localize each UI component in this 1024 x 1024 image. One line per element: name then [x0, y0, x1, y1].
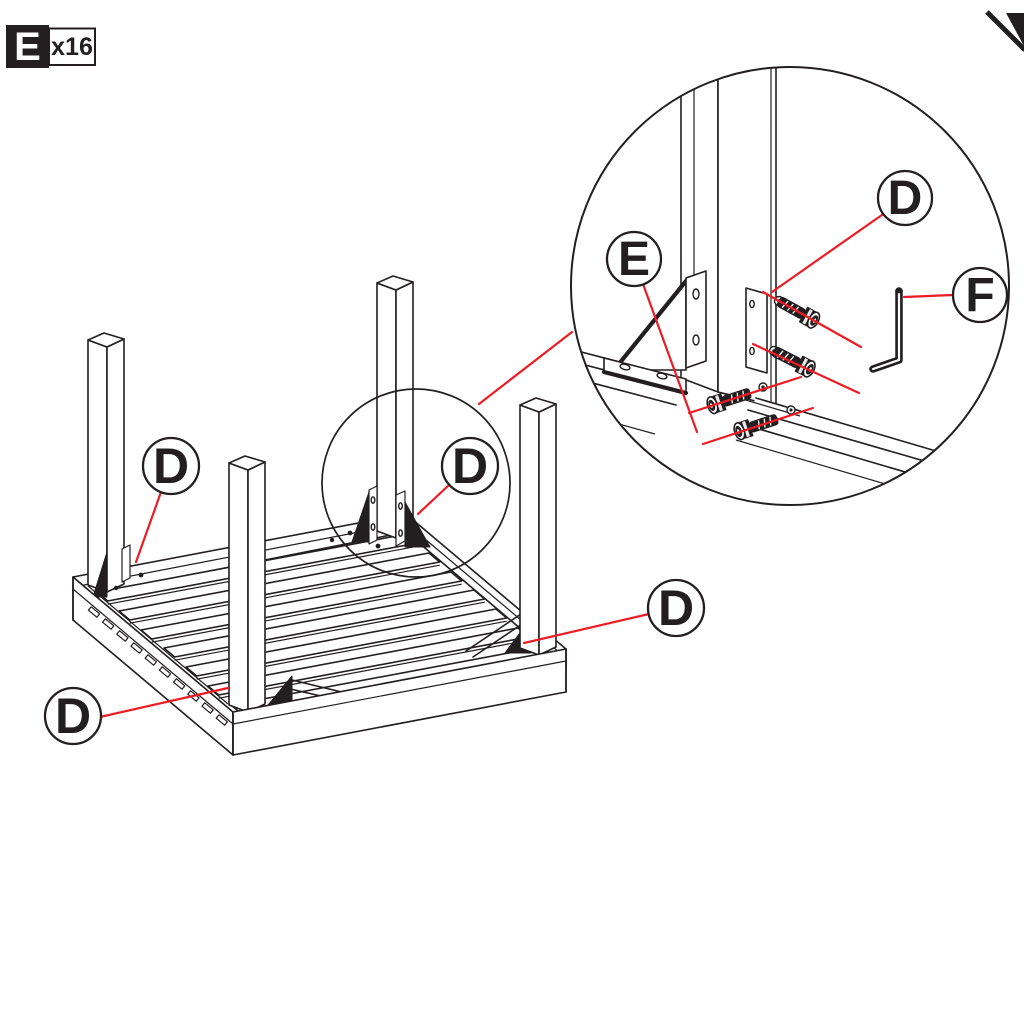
- table-leg-back-left: [87, 332, 144, 598]
- detail-view: D E F: [570, 66, 1010, 506]
- bracket-plate: [121, 544, 131, 583]
- table-leg-front-middle: [228, 455, 266, 713]
- table-leg-right: [519, 397, 557, 656]
- callout-bracket-detail: E: [605, 230, 663, 288]
- badge-quantity-box: [48, 27, 96, 66]
- callout-screw-d2: D: [440, 436, 500, 496]
- callout-allen-key-detail: F: [951, 266, 1009, 324]
- page-corner-fold-icon: [985, 10, 1024, 52]
- bracket-plate: [368, 485, 378, 545]
- callout-label: F: [965, 269, 994, 322]
- detail-circle-outline: [570, 66, 1010, 506]
- callout-label: E: [618, 233, 650, 286]
- table-leg-back-middle: [329, 275, 431, 549]
- leader-lines: [98, 483, 651, 719]
- callout-screw-d4: D: [43, 686, 103, 746]
- detail-leader-lines: [641, 208, 955, 434]
- callout-screw-detail: D: [876, 169, 934, 227]
- corner-gusset: [404, 501, 431, 548]
- table-frame: [72, 275, 567, 756]
- magnifier-source-circle: [321, 388, 511, 578]
- callout-label: D: [153, 438, 189, 494]
- magnifier-connector-line: [477, 330, 574, 406]
- callout-label: D: [658, 580, 694, 636]
- badge-letter-box: [6, 25, 49, 68]
- corner-gusset: [92, 551, 108, 598]
- apron-slots: [87, 606, 229, 726]
- step-parts-badge: E x16: [6, 25, 96, 69]
- callout-label: D: [452, 438, 488, 494]
- screw-axis-lines: [687, 290, 863, 446]
- bracket-plate: [395, 490, 406, 547]
- callout-label: D: [55, 688, 91, 744]
- badge-part-letter: E: [14, 25, 41, 69]
- callout-label: D: [888, 172, 923, 225]
- callout-screw-d1: D: [141, 436, 201, 496]
- slat: [118, 552, 441, 624]
- detail-bracket: [601, 270, 707, 396]
- corner-gusset: [351, 491, 370, 543]
- callout-screw-d3: D: [646, 578, 706, 638]
- allen-key-icon: [869, 287, 903, 373]
- badge-quantity: x16: [51, 33, 93, 61]
